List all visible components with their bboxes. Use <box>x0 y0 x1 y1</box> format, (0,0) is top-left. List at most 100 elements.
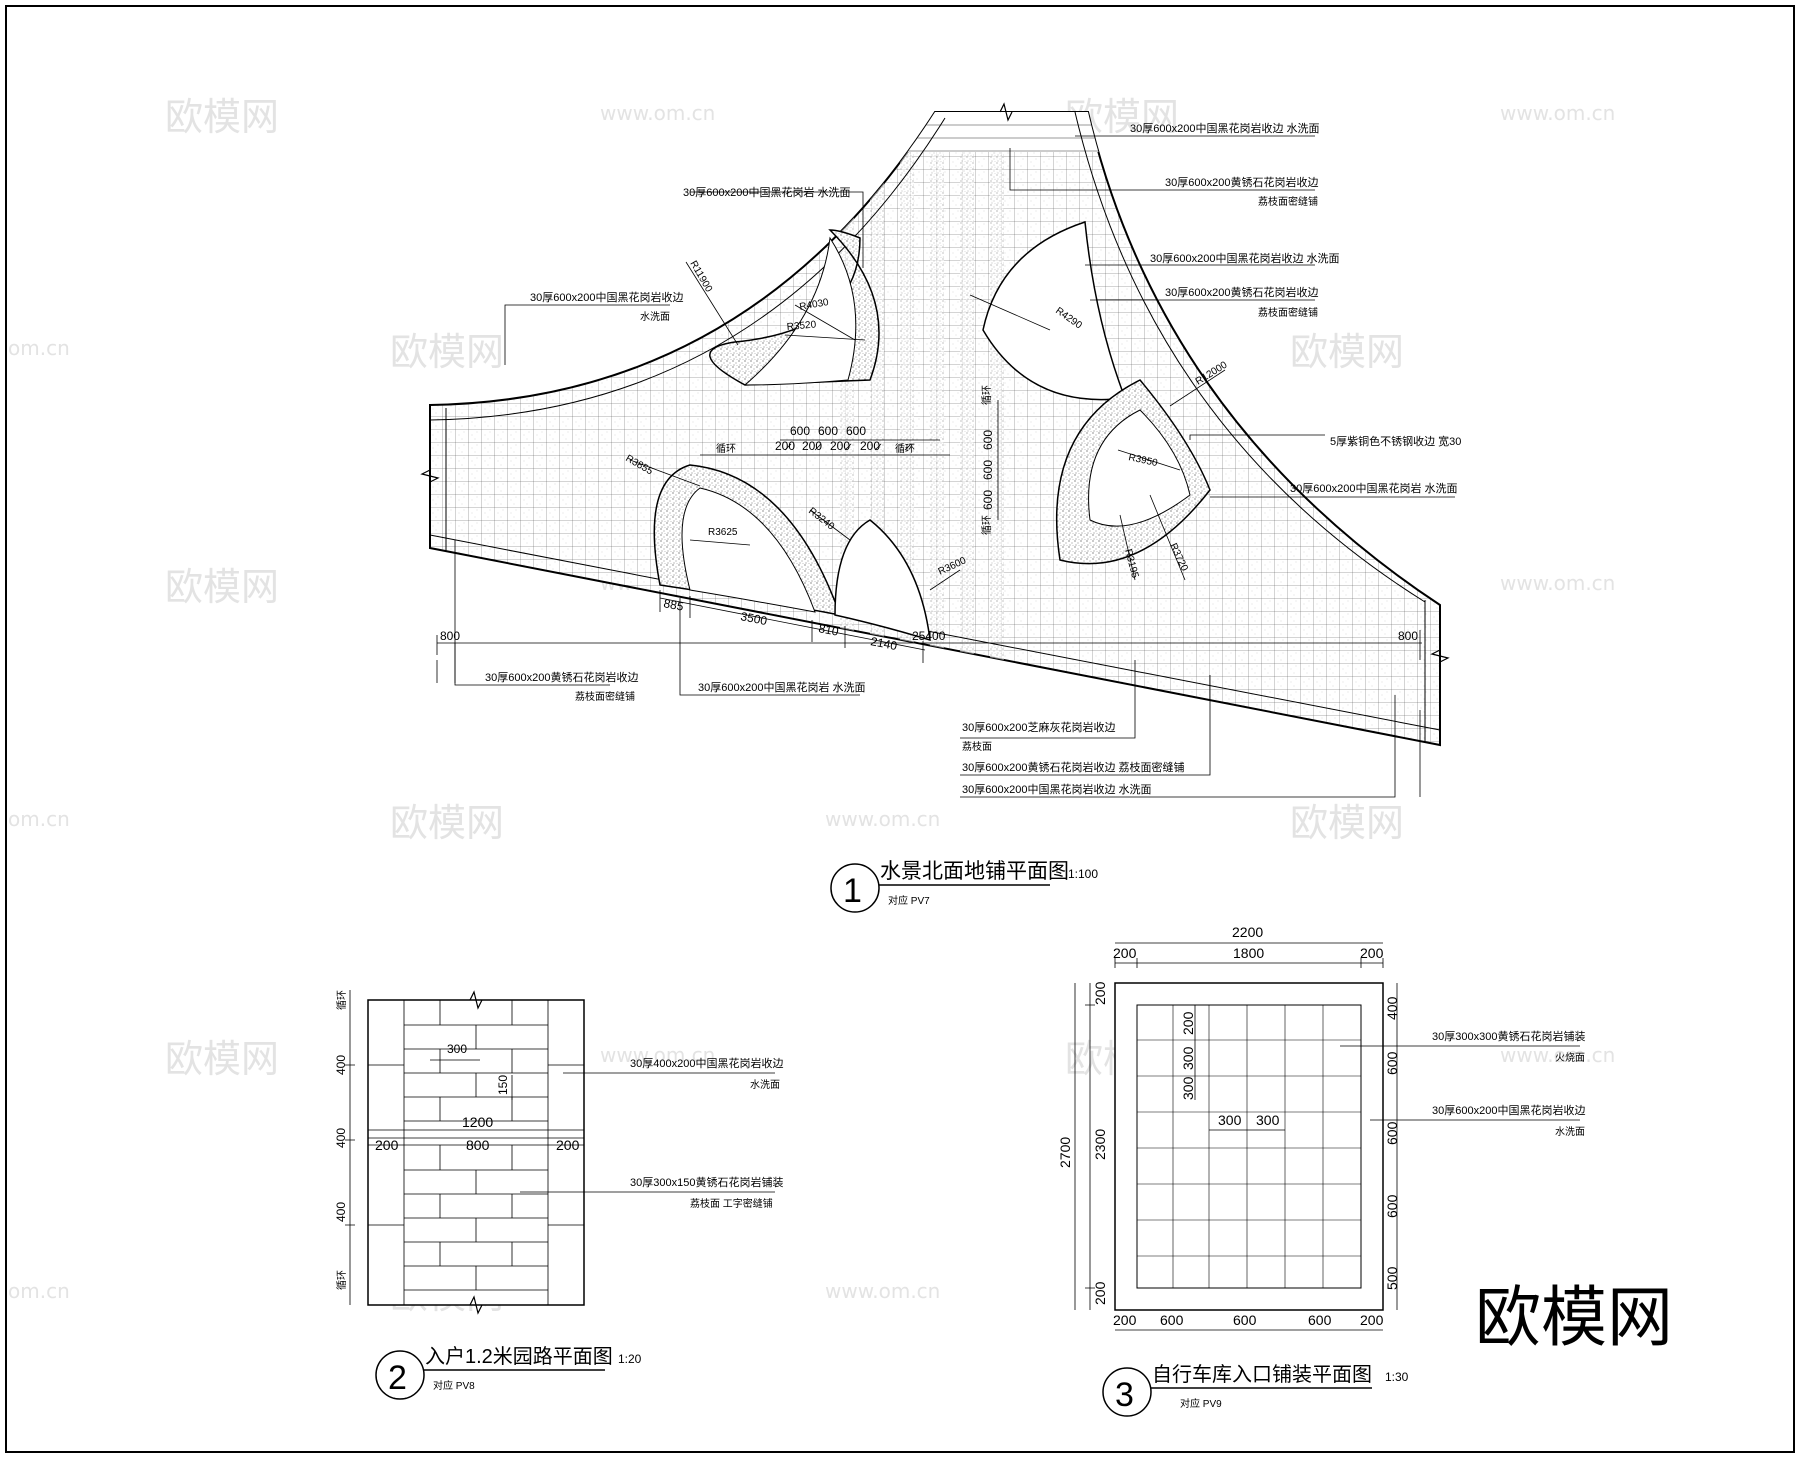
plan-title: 入户1.2米园路平面图 <box>425 1345 613 1368</box>
callout-label: 30厚600x200中国黑花岗岩收边 水洗面 <box>1130 121 1320 135</box>
callout-label: 荔枝面 工字密缝铺 <box>690 1197 773 1210</box>
callout-label: 30厚600x200黄锈石花岗岩收边 <box>1165 285 1318 299</box>
cycle-label: 循环 <box>980 515 993 535</box>
watermark-corner-logo: 欧模网 <box>1475 1280 1673 1354</box>
plan-number-circle <box>830 863 880 913</box>
watermark-brand: 欧模网 <box>165 565 279 609</box>
callout-label: 30厚600x200中国黑花岗岩收边 水洗面 <box>1150 251 1340 265</box>
dim-200: 200 <box>775 439 795 453</box>
callout-label: 荔枝面密缝铺 <box>1258 306 1318 319</box>
callout-label: 30厚400x200中国黑花岗岩收边 <box>630 1056 783 1070</box>
watermark-brand: 欧模网 <box>165 1037 279 1081</box>
dim-600: 600 <box>1308 1312 1332 1328</box>
dim-2200: 2200 <box>1232 924 1263 940</box>
dim-600: 600 <box>818 424 838 438</box>
lens-bottom-left <box>653 464 842 616</box>
watermark-url: www.om.cn <box>825 1279 940 1303</box>
callout-label: 30厚300x300黄锈石花岗岩铺装 <box>1432 1029 1585 1043</box>
callout-leaders <box>454 135 1455 798</box>
callout-label: 30厚600x200中国黑花岗岩 水洗面 <box>698 680 866 694</box>
dim-400: 400 <box>334 1128 348 1148</box>
dim-800-left: 800 <box>440 629 460 643</box>
dim-400: 400 <box>334 1202 348 1222</box>
callout-label: 30厚600x200中国黑花岗岩收边 <box>1432 1103 1585 1117</box>
stripe-bands <box>840 112 1100 680</box>
plan-scale: 1:30 <box>1385 1370 1409 1384</box>
plan-number: 2 <box>388 1359 407 1397</box>
plan-2-entry-path: 循环 400 400 400 循环 300 150 1200 200 800 2… <box>334 990 783 1400</box>
plan-1-water-feature-paving: R11900 R4030 R3520 R4290 R12000 R3950 R3… <box>420 102 1461 913</box>
cycle-label: 循环 <box>980 385 993 405</box>
cycle-label: 循环 <box>716 442 736 455</box>
dim-600: 600 <box>1384 1194 1400 1218</box>
watermark-url: om.cn <box>8 336 70 360</box>
lens-top-right <box>982 220 1127 401</box>
callout-label: 水洗面 <box>640 311 670 323</box>
watermark-layer: 欧模网 www.om.cn 欧模网 www.om.cn om.cn 欧模网 欧模… <box>8 95 1673 1354</box>
watermark-brand: 欧模网 <box>390 801 504 845</box>
dim-300: 300 <box>1180 1076 1196 1100</box>
lens-top-left <box>709 229 880 386</box>
plan-3-bike-garage-entry: 2200 200 1800 200 2700 2300 200 200 400 … <box>1057 924 1585 1417</box>
callout-label: 30厚600x200中国黑花岗岩收边 <box>530 290 683 304</box>
callout-label: 30厚600x200中国黑花岗岩 水洗面 <box>683 185 851 199</box>
watermark-url: www.om.cn <box>1500 1043 1615 1067</box>
callout-label: 30厚300x150黄锈石花岗岩铺装 <box>630 1175 783 1189</box>
dim-400: 400 <box>1384 996 1400 1020</box>
dim-150: 150 <box>496 1075 510 1095</box>
cycle-label: 循环 <box>895 442 915 455</box>
sheet-frame <box>5 5 1795 1453</box>
plan-number: 3 <box>1115 1376 1134 1414</box>
lens-right <box>1055 379 1211 565</box>
dim-600-vert: 600 <box>981 430 995 450</box>
watermark-brand: 欧模网 <box>165 95 279 139</box>
callout-label: 30厚600x200中国黑花岗岩 水洗面 <box>1290 481 1458 495</box>
dim-810: 810 <box>817 621 840 639</box>
dim-600: 600 <box>1384 1121 1400 1145</box>
dim-2700: 2700 <box>1057 1137 1073 1168</box>
dim-2140: 2140 <box>869 634 898 653</box>
callout-label: 水洗面 <box>750 1079 780 1091</box>
dim-200: 200 <box>860 439 880 453</box>
cycle-label: 循环 <box>335 1270 348 1290</box>
dim-300: 300 <box>1180 1046 1196 1070</box>
dim-200: 200 <box>556 1137 580 1153</box>
callout-label: 5厚紫铜色不锈钢收边 宽30 <box>1330 434 1461 448</box>
dim-600: 600 <box>1160 1312 1184 1328</box>
dim-3500: 3500 <box>739 609 768 628</box>
dim-200: 200 <box>1113 945 1137 961</box>
dim-200: 200 <box>1360 1312 1384 1328</box>
callout-label: 30厚600x200黄锈石花岗岩收边 荔枝面密缝铺 <box>962 760 1185 774</box>
callout-label: 火烧面 <box>1555 1051 1585 1064</box>
plan-ref: 对应 PV8 <box>433 1379 475 1392</box>
dim-200: 200 <box>1180 1011 1196 1035</box>
plan-ref: 对应 PV9 <box>1180 1397 1222 1410</box>
watermark-brand: 欧模网 <box>1290 330 1404 374</box>
callout-label: 30厚600x200芝麻灰花岗岩收边 <box>962 720 1115 734</box>
dim-300: 300 <box>1218 1112 1242 1128</box>
plan-ref: 对应 PV7 <box>888 894 930 907</box>
dim-600: 600 <box>1233 1312 1257 1328</box>
radius-label: R3625 <box>708 527 738 538</box>
radius-label: R4030 <box>799 297 830 313</box>
dim-200: 200 <box>830 439 850 453</box>
callout-label: 30厚600x200黄锈石花岗岩收边 <box>485 670 638 684</box>
dim-800: 800 <box>466 1137 490 1153</box>
radius-label: R11900 <box>687 259 714 295</box>
callout-label: 30厚600x200中国黑花岗岩收边 水洗面 <box>962 782 1152 796</box>
dim-200: 200 <box>802 439 822 453</box>
callout-label: 荔枝面密缝铺 <box>1258 195 1318 208</box>
dim-200: 200 <box>1360 945 1384 961</box>
plan-scale: 1:100 <box>1068 867 1098 881</box>
dim-300: 300 <box>447 1042 467 1056</box>
callout-label: 水洗面 <box>1555 1126 1585 1138</box>
watermark-url: www.om.cn <box>600 101 715 125</box>
dim-600: 600 <box>1384 1051 1400 1075</box>
dim-300: 300 <box>1256 1112 1280 1128</box>
dim-2300: 2300 <box>1092 1129 1108 1160</box>
interior-dimension-chain <box>700 439 950 456</box>
watermark-brand: 欧模网 <box>390 330 504 374</box>
callout-label: 30厚600x200黄锈石花岗岩收边 <box>1165 175 1318 189</box>
dim-1200: 1200 <box>462 1114 493 1130</box>
